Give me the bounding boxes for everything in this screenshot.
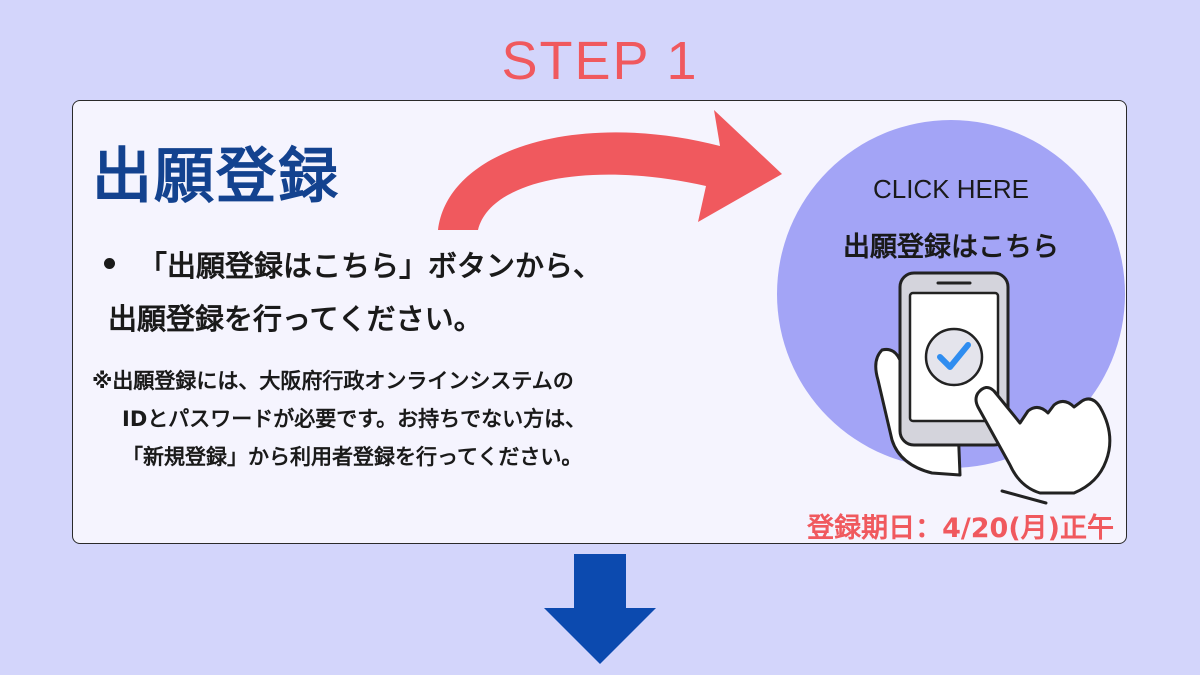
step-label: STEP 1	[501, 31, 699, 91]
smartphone-icon[interactable]	[870, 265, 1120, 505]
bullet-point	[104, 258, 115, 269]
instruction-line-2: 出願登録を行ってください。	[108, 302, 483, 336]
pointing-hand-icon	[974, 386, 1112, 495]
registration-deadline: 登録期日：4/20(月)正午	[807, 513, 1114, 544]
note-line-1: ※出願登録には、大阪府行政オンラインシステムの	[92, 369, 574, 393]
instruction-line-1: 「出願登録はこちら」ボタンから、	[138, 249, 603, 283]
card-title: 出願登録	[92, 142, 340, 212]
down-arrow-icon	[544, 554, 656, 664]
note-line-2: IDとパスワードが必要です。お持ちでない方は、	[122, 407, 587, 431]
register-here-label[interactable]: 出願登録はこちら	[843, 232, 1059, 263]
click-here-label[interactable]: CLICK HERE	[872, 174, 1030, 204]
note-line-3: 「新規登録」から利用者登録を行ってください。	[122, 445, 583, 469]
curved-arrow-icon	[438, 110, 782, 230]
checkmark-icon	[924, 327, 984, 387]
